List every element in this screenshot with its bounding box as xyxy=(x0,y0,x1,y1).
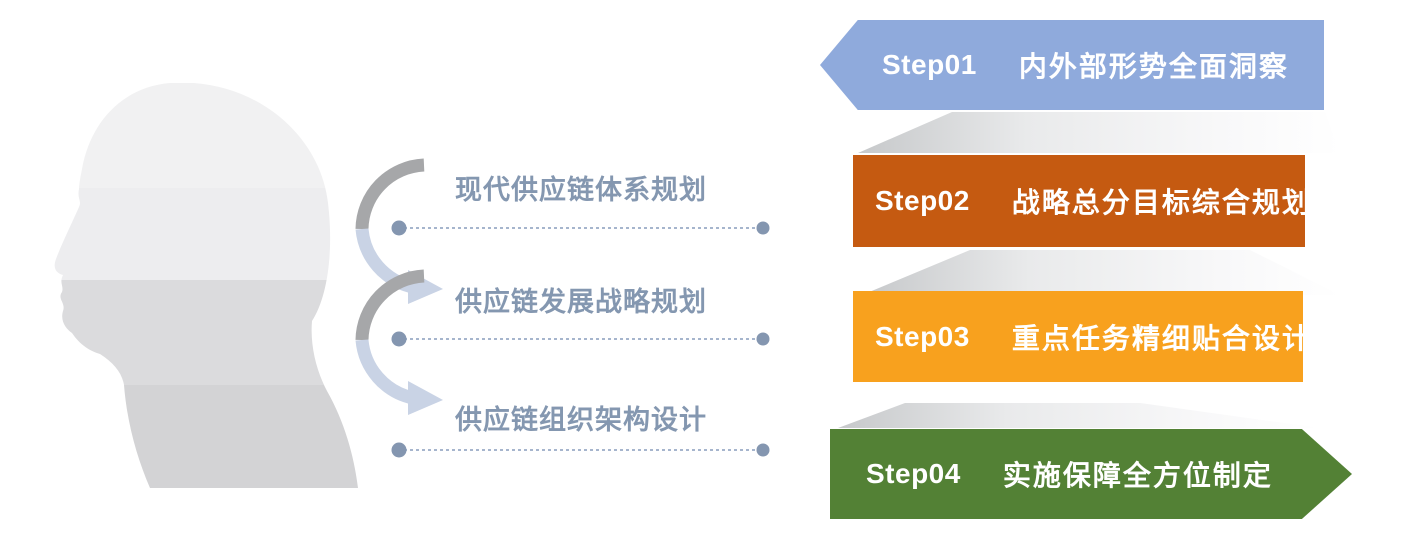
step-number: Step02 xyxy=(875,185,970,216)
connector-dot xyxy=(756,221,770,235)
connector-dot xyxy=(756,443,770,457)
arrow-head xyxy=(408,381,443,415)
step-banner-3: Step03 重点任务精细贴合设计 xyxy=(853,291,1310,382)
connector-dot xyxy=(391,331,407,347)
dotted-line-connector xyxy=(391,331,770,347)
step-title: 战略总分目标综合规划 xyxy=(1011,187,1312,218)
page-fold-shadow xyxy=(862,250,1340,295)
mid-label-3: 供应链组织架构设计 xyxy=(455,405,707,435)
connector-dot xyxy=(391,220,407,236)
arrow-body xyxy=(355,339,415,405)
curved-swoosh-arrow-icon xyxy=(355,269,443,415)
step-number: Step01 xyxy=(882,49,977,80)
step-title: 重点任务精细贴合设计 xyxy=(1011,322,1312,354)
head-silhouette-icon xyxy=(54,83,359,488)
page-fold-shadow xyxy=(858,112,1340,153)
step-banner-1: Step01 内外部形势全面洞察 xyxy=(820,20,1324,110)
mid-label-2: 供应链发展战略规划 xyxy=(455,287,707,317)
step-title: 实施保障全方位制定 xyxy=(1002,460,1273,491)
connector-dot xyxy=(756,332,770,346)
dotted-line-connector xyxy=(391,220,770,236)
arrow-tail xyxy=(355,269,425,341)
page-fold-shadow xyxy=(838,403,1320,428)
step-number: Step04 xyxy=(866,458,961,489)
mid-label-1: 现代供应链体系规划 xyxy=(455,175,707,205)
connector-dot xyxy=(391,442,407,458)
step-banner-4: Step04 实施保障全方位制定 xyxy=(830,429,1352,519)
step-banner-2: Step02 战略总分目标综合规划 xyxy=(853,155,1310,247)
step-number: Step03 xyxy=(875,320,970,352)
arrow-tail xyxy=(355,158,425,230)
dotted-line-connector xyxy=(391,442,770,458)
step-title: 内外部形势全面洞察 xyxy=(1018,51,1289,82)
head-band-2 xyxy=(54,188,359,280)
